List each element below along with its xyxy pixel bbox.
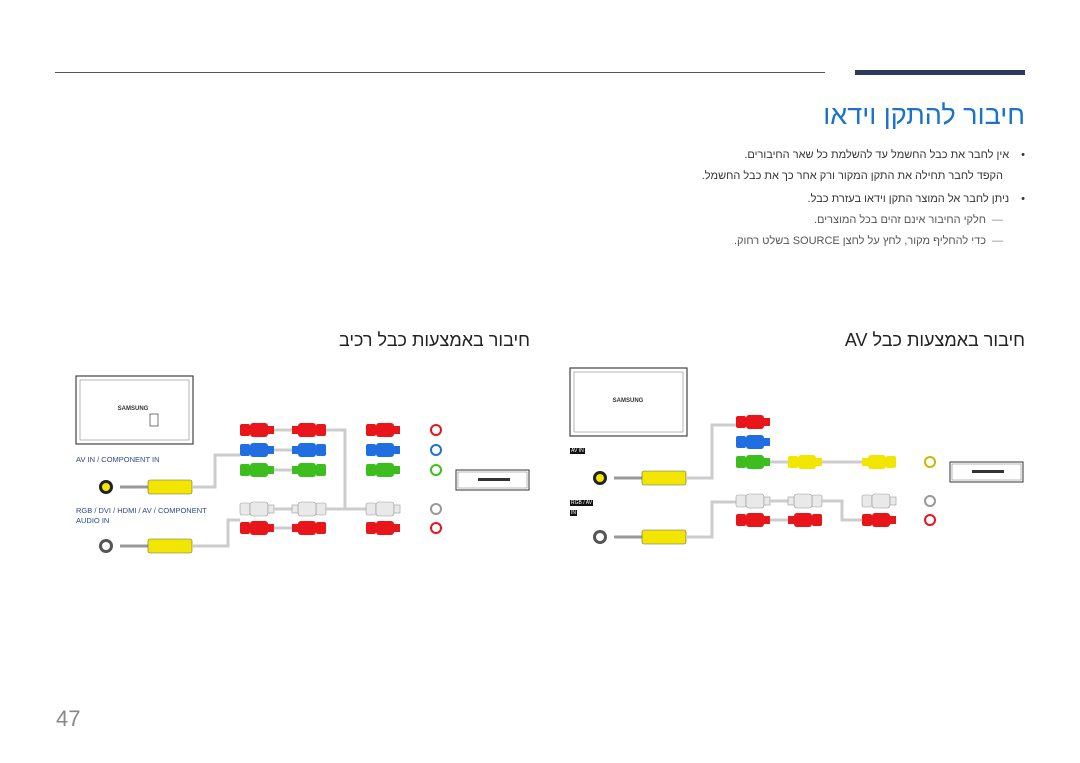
bullet-2: ניתן לחבר אל המוצר התקן וידאו בעזרת כבל.	[465, 192, 1025, 207]
page-number: 47	[56, 706, 81, 731]
left-display-panel: SAMSUNG	[75, 375, 194, 445]
right-brand: SAMSUNG	[613, 398, 644, 404]
left-brand: SAMSUNG	[118, 406, 149, 412]
intro-bullets: אין לחבר את כבל החשמל עד להשלמת כל שאר ה…	[465, 148, 1025, 255]
left-port-label-av: AV IN / COMPONENT IN	[76, 455, 160, 464]
left-yellow-cable-2	[120, 518, 240, 554]
right-yellow-cable-2	[614, 500, 736, 545]
right-port-label-av: AV IN	[570, 448, 585, 454]
right-yellow-cable-1	[614, 423, 736, 486]
bullet-1: אין לחבר את כבל החשמל עד להשלמת כל שאר ה…	[465, 148, 1025, 163]
page-title: חיבור להתקן וידאו	[823, 100, 1025, 130]
right-dvd-player	[949, 461, 1024, 483]
left-yellow-cable-1	[120, 453, 240, 495]
bullet-1-sub: הקפד לחבר תחילה את התקן המקור ורק אחר כך…	[701, 170, 1003, 182]
note-2: כדי להחליף מקור, לחץ על לחצן SOURCE בשלט…	[465, 234, 1025, 249]
left-port-label-audio: RGB / DVI / HDMI / AV / COMPONENT AUDIO …	[76, 506, 207, 525]
note-1: חלקי החיבור אינם זהים בכל המוצרים.	[465, 213, 1025, 228]
right-port-audio	[593, 530, 607, 544]
left-component-plugs	[239, 423, 401, 535]
right-port-av	[593, 471, 607, 485]
right-display-panel: SAMSUNG	[569, 367, 688, 437]
right-device-ports	[924, 456, 936, 526]
section-title-component: חיבור באמצעות כבל רכיב	[338, 330, 530, 350]
header-rule-thin	[55, 72, 825, 73]
header-rule-thick	[855, 70, 1025, 75]
left-port-audio	[99, 539, 113, 553]
right-port-label-in: IN	[570, 510, 577, 516]
right-port-label-audio: RGB / AV	[570, 500, 594, 506]
left-port-av	[99, 480, 113, 494]
right-av-plugs	[735, 415, 897, 527]
left-dvd-player	[455, 469, 530, 491]
section-title-av: חיבור באמצעות כבל AV	[844, 330, 1025, 350]
left-device-ports	[430, 424, 442, 534]
